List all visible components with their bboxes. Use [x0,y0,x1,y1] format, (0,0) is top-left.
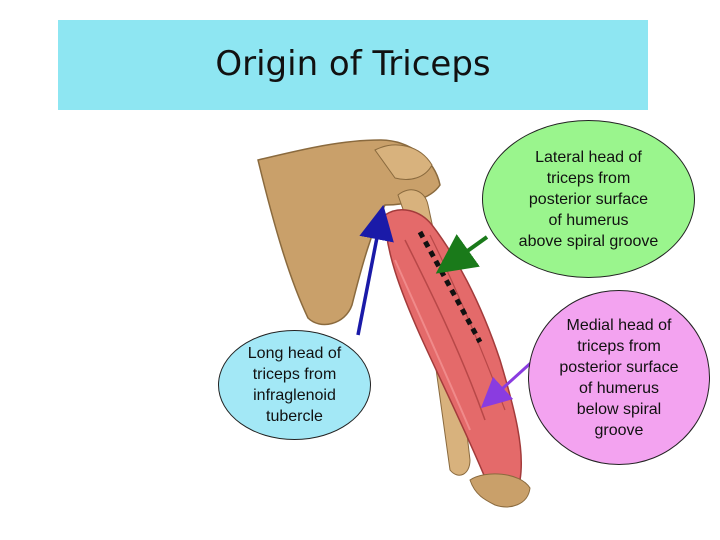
long-head-label: Long head of triceps from infraglenoid t… [247,345,342,425]
acromion-shape [374,144,433,180]
arrow-medial [480,358,536,409]
arrow-lateral [435,234,489,274]
olecranon-shape [469,473,531,508]
medial-head-callout: Medial head of triceps from posterior su… [528,290,710,465]
medial-head-label: Medial head of triceps from posterior su… [559,316,679,439]
spiral-groove-line [417,230,483,344]
title-banner: Origin of Triceps [58,20,648,110]
arrow-long [356,204,394,336]
triceps-detail-shape [404,239,486,421]
lateral-head-callout: Lateral head of triceps from posterior s… [482,120,695,278]
triceps-detail-shape [394,259,471,431]
page-title: Origin of Triceps [215,44,491,84]
long-head-callout: Long head of triceps from infraglenoid t… [218,330,371,440]
lateral-head-label: Lateral head of triceps from posterior s… [518,148,659,250]
